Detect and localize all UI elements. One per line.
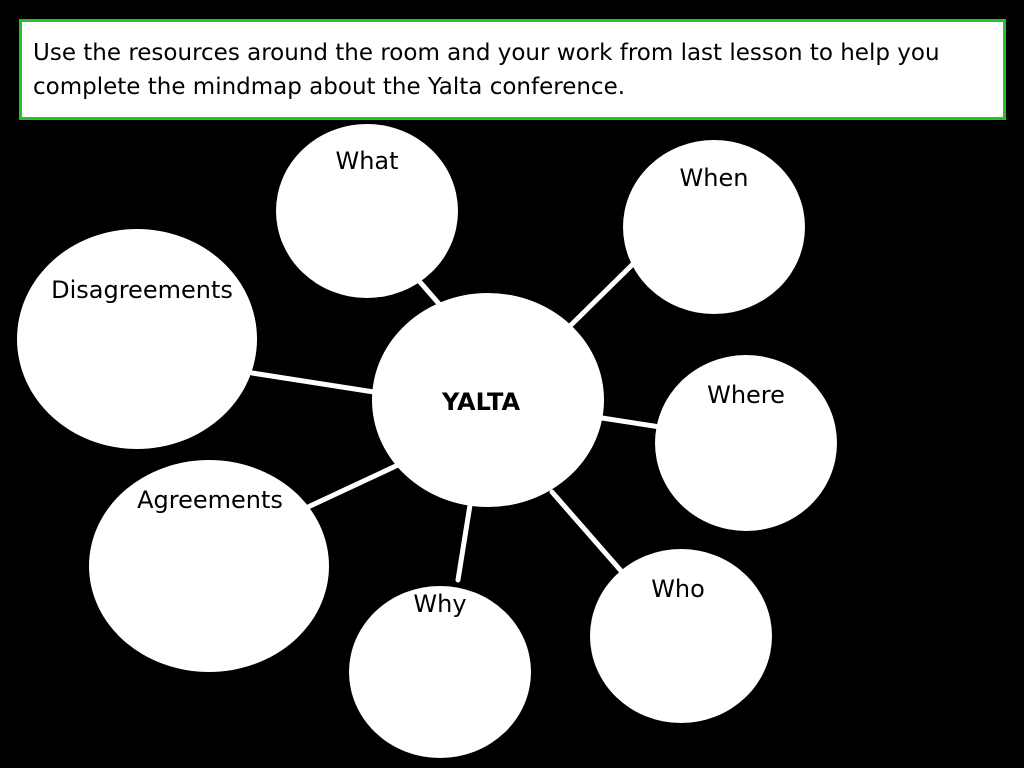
label-agreements: Agreements (137, 486, 283, 514)
bubble-where[interactable] (655, 355, 837, 531)
connector-what (417, 279, 443, 308)
label-where: Where (707, 381, 785, 409)
label-disagreements: Disagreements (51, 276, 233, 304)
label-what: What (335, 147, 398, 175)
instruction-box: Use the resources around the room and yo… (19, 19, 1006, 120)
label-why: Why (413, 590, 466, 618)
bubble-what[interactable] (276, 124, 458, 298)
instruction-text: Use the resources around the room and yo… (33, 40, 940, 100)
connector-who (549, 489, 625, 575)
bubble-when[interactable] (623, 140, 805, 314)
label-when: When (680, 164, 749, 192)
connector-agreements (305, 462, 401, 510)
center-label: YALTA (441, 388, 520, 416)
bubble-who[interactable] (590, 549, 772, 723)
connector-why (455, 502, 473, 583)
connector-when (567, 262, 635, 329)
connector-where (599, 415, 663, 430)
connector-disagreements (249, 370, 377, 395)
bubble-disagreements[interactable] (17, 229, 257, 449)
bubble-agreements[interactable] (89, 460, 329, 672)
bubble-center[interactable] (372, 293, 604, 507)
label-who: Who (651, 575, 705, 603)
bubble-why[interactable] (349, 586, 531, 758)
connector-lines (249, 262, 663, 583)
